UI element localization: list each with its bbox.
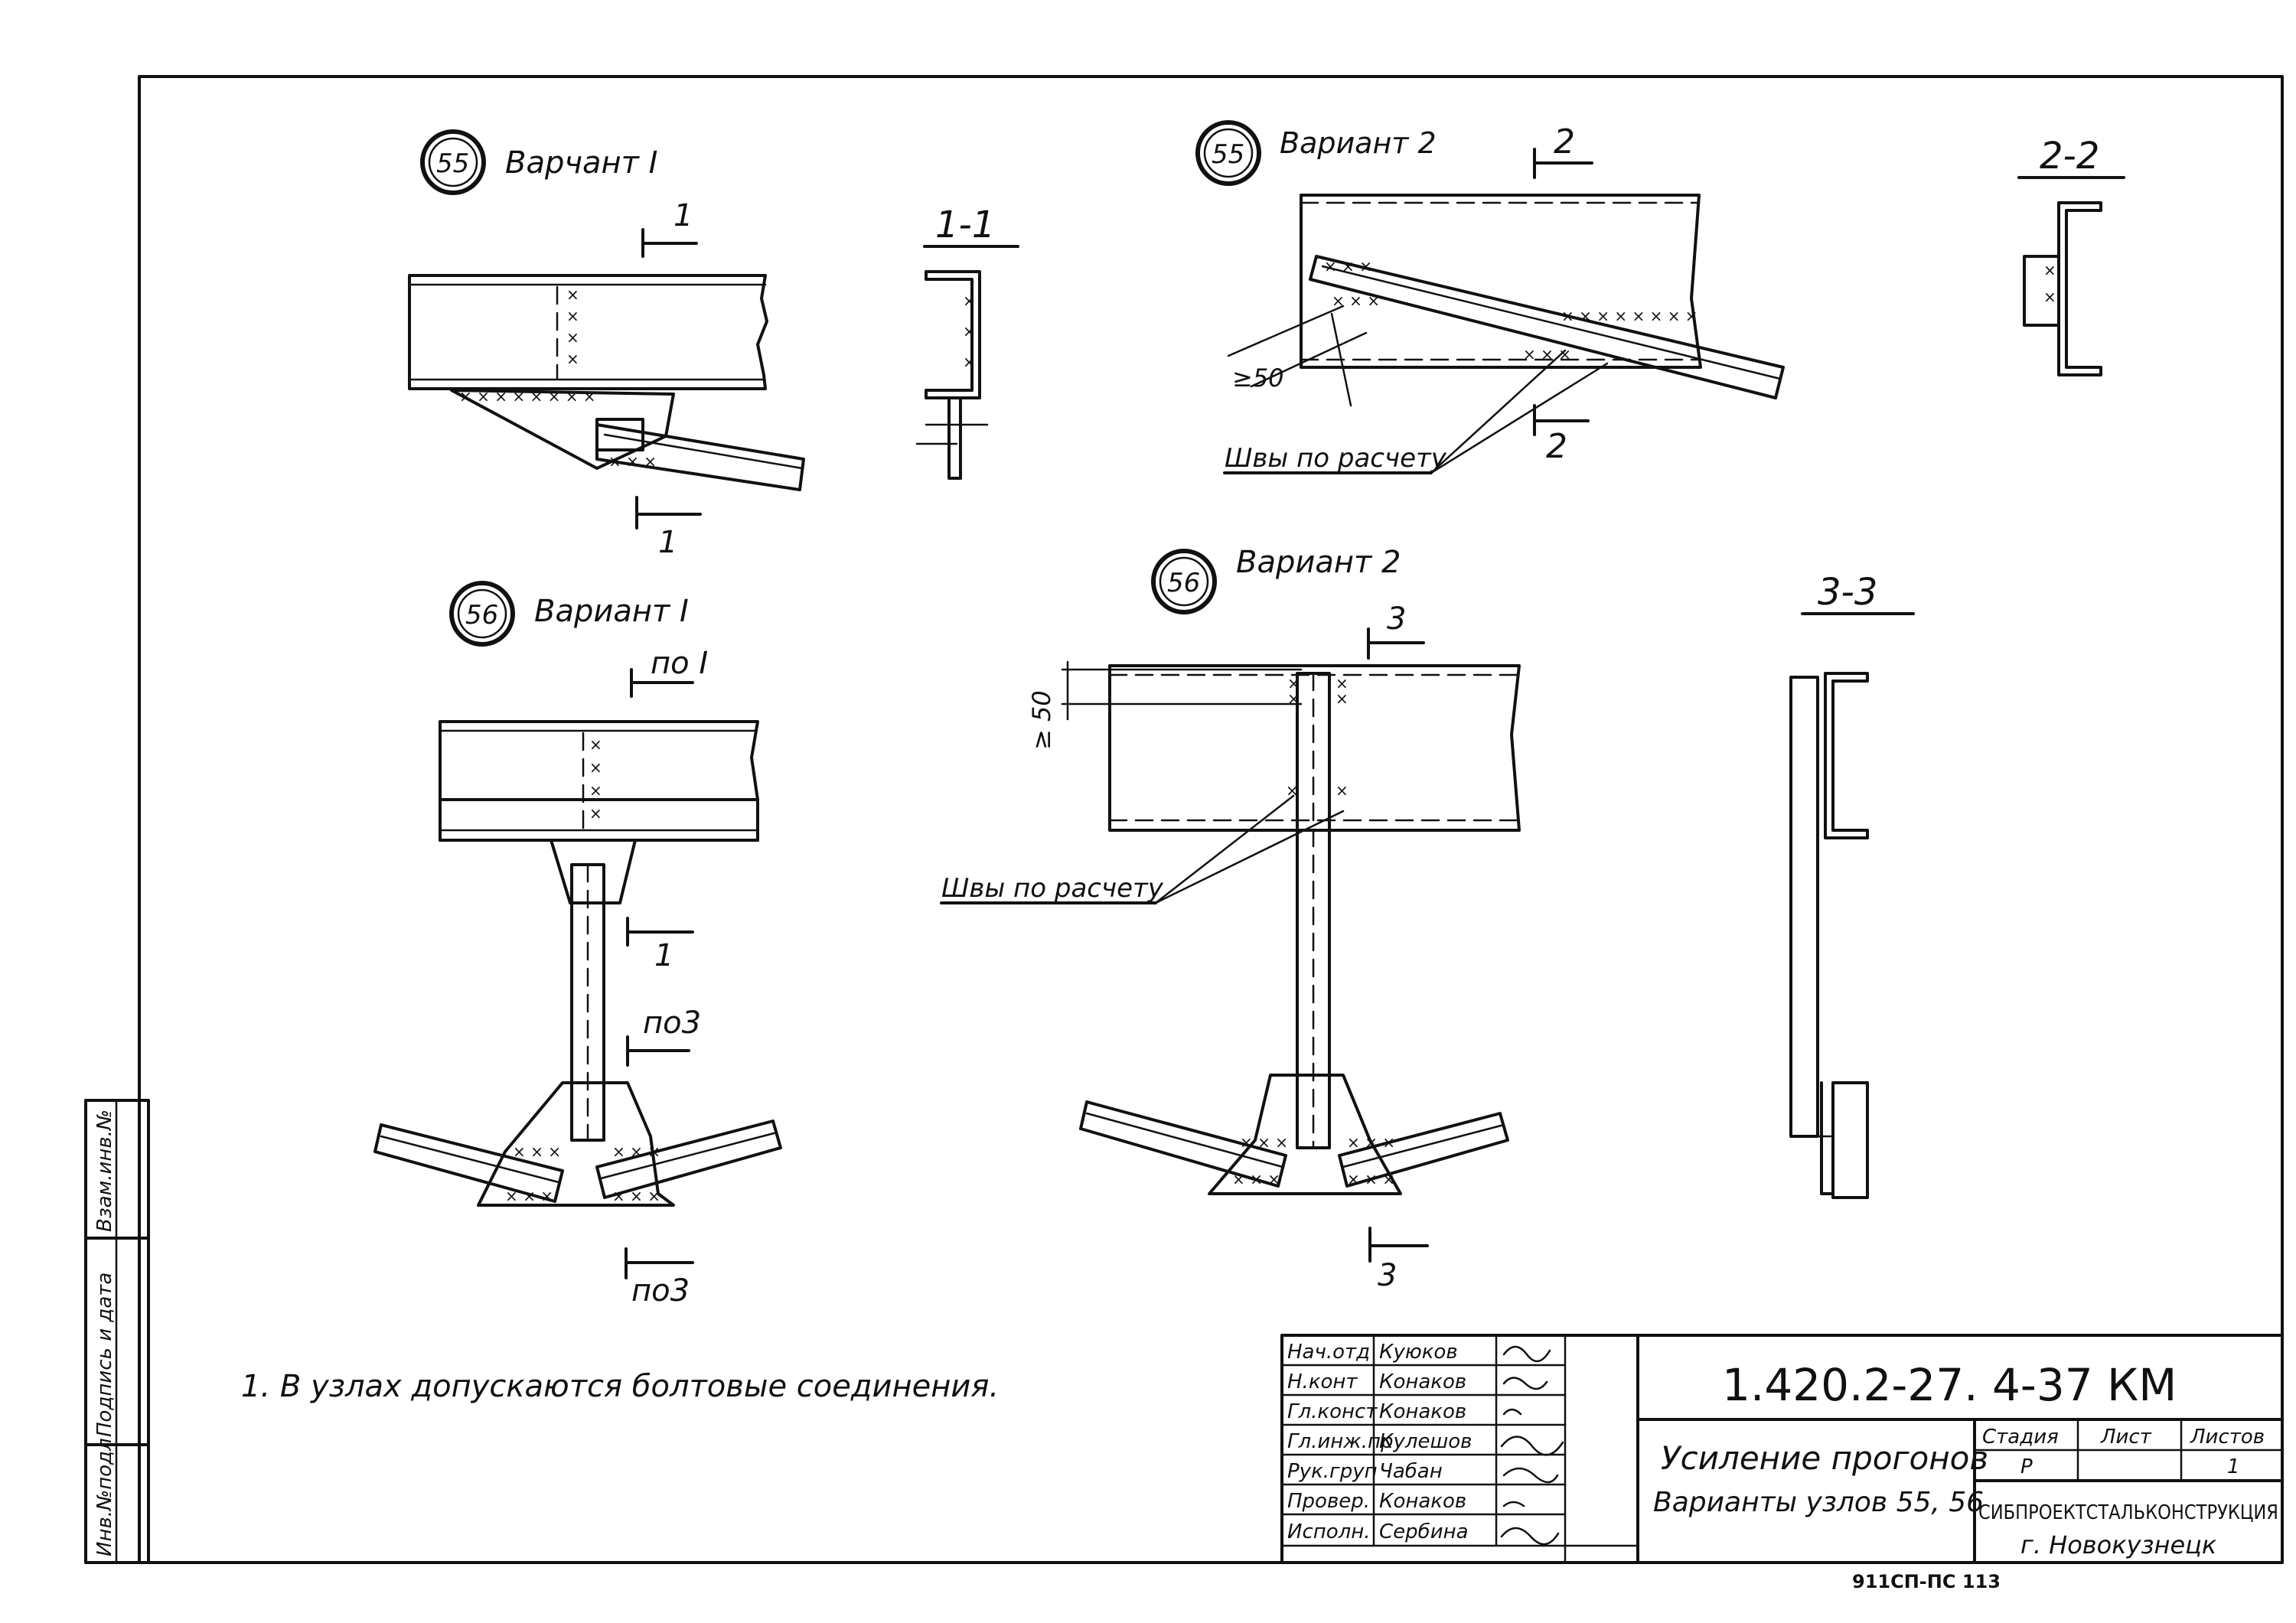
dim-min50-b: ≥ 50 <box>1027 690 1056 750</box>
svg-text:×: × <box>566 328 579 347</box>
tb-stage-value: Р <box>2020 1455 2033 1478</box>
svg-text:×: × <box>2043 288 2056 306</box>
section-2-2: 2-2 × × <box>2017 135 2125 376</box>
cut-2-top-label: 2 <box>1554 122 1575 161</box>
node-56-v2-number: 56 <box>1167 568 1200 598</box>
tb-name-2: Конаков <box>1379 1400 1466 1423</box>
cut-1-mid-label: 1 <box>654 938 673 973</box>
svg-text:× × ×: × × × <box>513 1142 561 1161</box>
svg-text:×: × <box>589 804 602 823</box>
tb-stage-header: Стадия <box>1982 1426 2059 1449</box>
svg-text:×: × <box>1336 689 1349 708</box>
cut-po3-bottom-label: по3 <box>631 1273 690 1309</box>
tb-title-line1: Усиление прогонов <box>1661 1439 1988 1477</box>
svg-text:×: × <box>963 292 976 310</box>
detail-56-variant-2: 56 Вариант 2 3 ≥ 50 ×× ×× ×× Швы по расч… <box>940 545 1521 1293</box>
section-3-3: 3-3 <box>1789 571 1915 1199</box>
svg-text:×: × <box>589 735 602 754</box>
section-1-1-title: 1-1 <box>935 204 995 246</box>
cut-3-top-label: 3 <box>1387 601 1406 637</box>
svg-text:× × ×: × × × <box>612 1187 660 1205</box>
dim-min50-a: ≥50 <box>1232 363 1284 393</box>
svg-text:×: × <box>589 781 602 800</box>
node-55-v2-label: Вариант 2 <box>1280 126 1437 160</box>
svg-text:×: × <box>589 758 602 777</box>
svg-text:×: × <box>566 350 579 368</box>
svg-text:× × × × × × × ×: × × × × × × × × <box>1561 307 1698 325</box>
tb-name-0: Куюков <box>1379 1341 1458 1364</box>
tb-role-4: Рук.груп <box>1287 1460 1378 1483</box>
cut-1-top-label: 1 <box>673 198 693 233</box>
tb-sheets-header: Листов <box>2190 1426 2265 1449</box>
svg-text:×: × <box>1287 674 1300 693</box>
tb-name-5: Конаков <box>1379 1490 1466 1513</box>
svg-text:×: × <box>566 285 579 304</box>
svg-text:×: × <box>566 307 579 325</box>
svg-text:× × ×: × × × <box>1324 257 1372 275</box>
callout-welds-b: Швы по расчету <box>941 873 1164 904</box>
left-stamp-inv: Инв.№подл <box>93 1438 116 1556</box>
tb-org-line1: СИБПРОЕКТСТАЛЬКОНСТРУКЦИЯ <box>1978 1501 2278 1524</box>
svg-text:×: × <box>963 322 976 341</box>
tb-code: 1.420.2-27. 4-37 КМ <box>1722 1359 2177 1411</box>
tb-role-0: Нач.отд <box>1287 1341 1370 1364</box>
tb-sheets-value: 1 <box>2227 1455 2240 1478</box>
svg-text:× × ×: × × × <box>1523 345 1571 363</box>
detail-56-variant-1: 56 Вариант I по I × × × × 1 по3 × × × × × … <box>373 581 782 1309</box>
footer-code: 911СП-ПС 113 <box>1852 1571 2001 1592</box>
detail-55-variant-2: 55 Вариант 2 2 × × × × × × × × × × × × ×… <box>1195 120 1785 474</box>
svg-text:× × ×: × × × <box>505 1187 553 1205</box>
svg-text:× × × × × × × ×: × × × × × × × × <box>459 387 596 406</box>
tb-role-3: Гл.инж.пр <box>1287 1430 1393 1453</box>
node-56-v1-label: Вариант I <box>534 594 689 629</box>
svg-text:×: × <box>963 353 976 371</box>
left-stamp-podpis: Подпись и дата <box>93 1273 116 1437</box>
svg-text:× × ×: × × × <box>1240 1133 1288 1152</box>
tb-role-6: Исполн. <box>1287 1520 1371 1543</box>
section-1-1: 1-1 × × × <box>915 204 1019 480</box>
title-block: Нач.отд Куюков Н.конт Конаков Гл.конст К… <box>1280 1334 2284 1564</box>
cut-po3-mid-label: по3 <box>643 1005 701 1041</box>
node-55-v2-number: 55 <box>1212 139 1244 170</box>
tb-title-line2: Варианты узлов 55, 56 <box>1653 1487 1984 1518</box>
tb-role-1: Н.конт <box>1287 1370 1358 1393</box>
svg-text:× × ×: × × × <box>1347 1133 1395 1152</box>
tb-name-3: Кулешов <box>1379 1430 1472 1453</box>
cut-1-bottom-label: 1 <box>658 525 677 560</box>
tb-name-4: Чабан <box>1379 1460 1443 1483</box>
left-stamp-vzam: Взам.инв.№ <box>93 1110 116 1232</box>
cut-po1-label: по I <box>651 646 708 681</box>
general-note: 1. В узлах допускаются болтовые соединен… <box>241 1369 999 1404</box>
svg-text:×: × <box>2043 261 2056 279</box>
svg-text:× × ×: × × × <box>1232 1170 1280 1188</box>
svg-text:×: × <box>1336 781 1349 800</box>
node-55-v1-label: Варчант I <box>505 145 657 181</box>
svg-text:× × ×: × × × <box>608 452 657 471</box>
node-56-v1-number: 56 <box>465 600 498 631</box>
tb-name-6: Сербина <box>1379 1520 1469 1543</box>
section-3-3-title: 3-3 <box>1818 571 1877 614</box>
signature-marks <box>1500 1345 1564 1546</box>
svg-text:×: × <box>1286 781 1299 800</box>
tb-role-5: Провер. <box>1287 1490 1370 1513</box>
node-55-v1-number: 55 <box>436 148 469 179</box>
cut-2-bottom-label: 2 <box>1546 427 1567 466</box>
svg-text:×: × <box>1287 689 1300 708</box>
tb-sheet-header: Лист <box>2100 1426 2152 1449</box>
svg-text:× × ×: × × × <box>612 1142 660 1161</box>
tb-role-2: Гл.конст <box>1287 1400 1378 1423</box>
tb-org-line2: г. Новокузнецк <box>2020 1530 2217 1559</box>
svg-text:× × ×: × × × <box>1347 1170 1395 1188</box>
callout-welds-a: Швы по расчету <box>1225 443 1447 474</box>
section-2-2-title: 2-2 <box>2040 135 2099 178</box>
detail-55-variant-1: 55 Варчант I 1 × × × × × × × × × × × × × ×… <box>408 129 805 560</box>
cut-3-bottom-label: 3 <box>1378 1258 1397 1293</box>
svg-text:×: × <box>1336 674 1349 693</box>
left-stamp: Взам.инв.№ Подпись и дата Инв.№подл <box>84 1099 150 1564</box>
tb-name-1: Конаков <box>1379 1370 1466 1393</box>
node-56-v2-label: Вариант 2 <box>1236 545 1401 580</box>
sheet-frame <box>138 75 2284 1564</box>
